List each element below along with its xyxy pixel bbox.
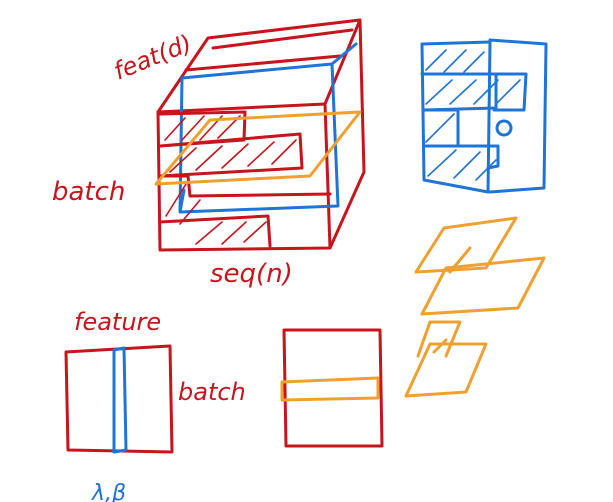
batch-cube-label: batch — [52, 177, 125, 207]
batchnorm-rect — [64, 344, 174, 454]
orange-plane-top — [414, 216, 518, 274]
orange-plane-middle — [420, 256, 546, 316]
feature-label: feature — [74, 308, 161, 336]
blue-panel-inner — [420, 72, 528, 170]
cube-right-face — [328, 18, 366, 250]
layernorm-diagram — [280, 328, 384, 448]
seq-n-label: seq(n) — [210, 259, 293, 289]
lambda-beta-label: λ,β — [91, 481, 126, 502]
blue-panel-hatching — [425, 49, 521, 181]
tensor-cube — [154, 18, 366, 252]
cube-top-face — [156, 18, 362, 114]
cube-blue-slice — [178, 42, 358, 214]
layernorm-orange-row — [280, 376, 380, 402]
blue-panel-back — [488, 38, 548, 194]
cube-e-shape — [158, 110, 332, 248]
cube-sketch-lines — [184, 28, 354, 72]
layernorm-rect — [282, 328, 384, 448]
blue-panel-outline — [420, 40, 492, 194]
batch-norm-label: batch — [178, 378, 246, 406]
blue-grid-panel — [420, 38, 548, 194]
orange-stack — [404, 216, 546, 398]
orange-plane-bottom — [404, 320, 488, 398]
cube-orange-plane — [154, 110, 362, 186]
batchnorm-diagram — [64, 344, 174, 454]
blue-panel-circle — [495, 119, 513, 137]
cube-hatching — [164, 115, 297, 245]
batchnorm-blue-column — [112, 346, 128, 454]
